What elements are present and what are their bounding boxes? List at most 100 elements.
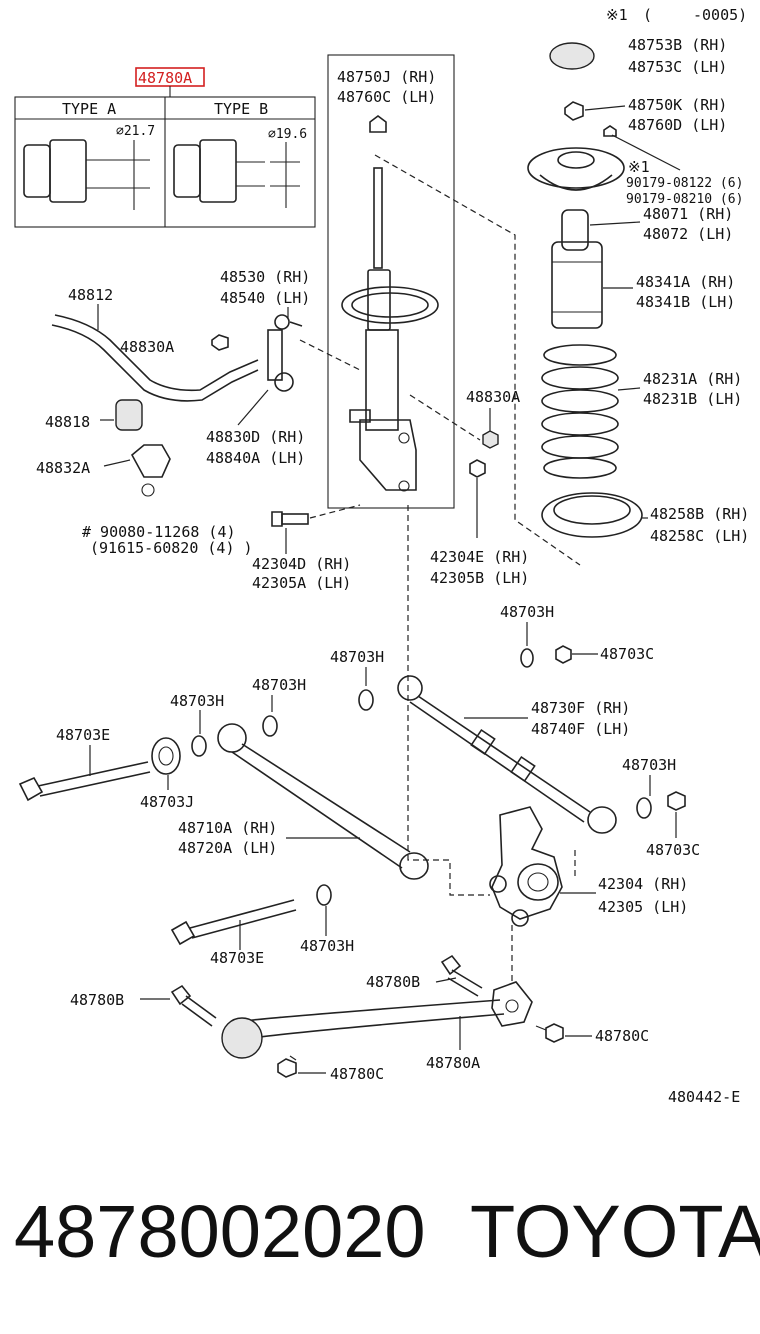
- front-lateral-arm-48710a: [217, 723, 429, 880]
- dust-boot: [551, 241, 603, 329]
- type-a-label: TYPE A: [62, 100, 116, 118]
- label-48760d[interactable]: 48760D (LH): [628, 116, 727, 134]
- bushing-type-b-drawing: ⌀19.6: [173, 127, 307, 208]
- label-48703c-a[interactable]: 48703C: [600, 645, 654, 663]
- label-48750k[interactable]: 48750K (RH): [628, 96, 727, 114]
- strut-assembly-frame: [327, 54, 455, 509]
- label-48780b-b[interactable]: 48780B: [70, 991, 124, 1009]
- stabilizer-link: [267, 314, 303, 392]
- label-48231a[interactable]: 48231A (RH): [643, 370, 742, 388]
- nut-48703c-b: [667, 791, 686, 811]
- bushing-type-box: 48780A TYPE A TYPE B ⌀21.7 ⌀19.6: [14, 67, 316, 228]
- label-48703h-f[interactable]: 48703H: [300, 937, 354, 955]
- label-91615[interactable]: (91615-60820 (4) ): [90, 539, 253, 557]
- label-48341b[interactable]: 48341B (LH): [636, 293, 735, 311]
- label-48832a[interactable]: 48832A: [36, 459, 90, 477]
- label-42304[interactable]: 42304 (RH): [598, 875, 688, 893]
- label-48710a[interactable]: 48710A (RH): [178, 819, 277, 837]
- dust-cover-cap: [549, 42, 595, 70]
- washer-b: [358, 689, 374, 711]
- type-a-diameter: ⌀21.7: [116, 124, 155, 139]
- footer-brand: TOYOTA: [470, 1190, 760, 1273]
- label-42305a[interactable]: 42305A (LH): [252, 574, 351, 592]
- label-48720a[interactable]: 48720A (LH): [178, 839, 277, 857]
- label-48780c-b[interactable]: 48780C: [330, 1065, 384, 1083]
- label-48703h-e[interactable]: 48703H: [622, 756, 676, 774]
- label-90080[interactable]: # 90080-11268 (4): [82, 523, 236, 541]
- label-90179-08122[interactable]: 90179-08122 (6): [626, 176, 743, 191]
- label-48830a-left[interactable]: 48830A: [120, 338, 174, 356]
- label-48750j[interactable]: 48750J (RH): [337, 68, 436, 86]
- strut-shock-absorber: [341, 115, 439, 492]
- strut-bolt: [271, 511, 309, 527]
- label-48703c-b[interactable]: 48703C: [646, 841, 700, 859]
- washer-c: [191, 735, 207, 757]
- label-48703h-a[interactable]: 48703H: [500, 603, 554, 621]
- label-48072[interactable]: 48072 (LH): [643, 225, 733, 243]
- stabilizer-bushing: [115, 399, 143, 431]
- footer-part-number: 4878002020: [14, 1190, 426, 1273]
- type-b-diameter: ⌀19.6: [268, 127, 307, 142]
- label-48780b-a[interactable]: 48780B: [366, 973, 420, 991]
- label-48730f[interactable]: 48730F (RH): [531, 699, 630, 717]
- label-48703h-c[interactable]: 48703H: [170, 692, 224, 710]
- diagram-code: 480442-E: [668, 1088, 740, 1106]
- strut-mount-support: [527, 125, 625, 191]
- trailing-arm-48780a: [221, 981, 533, 1059]
- label-48540[interactable]: 48540 (LH): [220, 289, 310, 307]
- label-42304d[interactable]: 42304D (RH): [252, 555, 351, 573]
- mount-nut: [564, 101, 584, 121]
- bushing-type-a-drawing: ⌀21.7: [23, 124, 155, 210]
- label-48071[interactable]: 48071 (RH): [643, 205, 733, 223]
- washer-a: [520, 648, 534, 668]
- label-48703e-a[interactable]: 48703E: [56, 726, 110, 744]
- bolt-48780b-lower: [170, 984, 217, 1027]
- long-bolt-48703e-b: [170, 899, 297, 946]
- label-90179-08210[interactable]: 90179-08210 (6): [626, 192, 743, 207]
- nut-48780c-left: [277, 1055, 297, 1078]
- rear-axle-carrier: [489, 806, 563, 927]
- label-48753c[interactable]: 48753C (LH): [628, 58, 727, 76]
- note-range: -0005): [693, 6, 747, 24]
- label-48231b[interactable]: 48231B (LH): [643, 390, 742, 408]
- nut-48703c-a: [555, 645, 572, 664]
- label-42305b[interactable]: 42305B (LH): [430, 569, 529, 587]
- label-48840a[interactable]: 48840A (LH): [206, 449, 305, 467]
- label-48812[interactable]: 48812: [68, 286, 113, 304]
- strut-nut-upper: [482, 430, 499, 449]
- label-48703h-d[interactable]: 48703H: [252, 676, 306, 694]
- label-42305[interactable]: 42305 (LH): [598, 898, 688, 916]
- rear-lateral-arm-48730f: [397, 675, 617, 834]
- spring-insulator: [541, 492, 643, 538]
- long-bolt-48703e-a: [18, 761, 151, 802]
- label-48753b[interactable]: 48753B (RH): [628, 36, 727, 54]
- label-48830a-right[interactable]: 48830A: [466, 388, 520, 406]
- label-48780a[interactable]: 48780A: [426, 1054, 480, 1072]
- bolt-48780b-upper: [440, 954, 483, 997]
- label-48740f[interactable]: 48740F (LH): [531, 720, 630, 738]
- washer-d: [262, 715, 278, 737]
- note-paren: (: [643, 6, 652, 24]
- label-48760c[interactable]: 48760C (LH): [337, 88, 436, 106]
- label-48258b[interactable]: 48258B (RH): [650, 505, 749, 523]
- cam-washer-48703j: [151, 737, 181, 775]
- label-48780c-a[interactable]: 48780C: [595, 1027, 649, 1045]
- label-48341a[interactable]: 48341A (RH): [636, 273, 735, 291]
- label-48818[interactable]: 48818: [45, 413, 90, 431]
- nut-48780c-right: [535, 1023, 564, 1043]
- highlight-part-number[interactable]: 48780A: [138, 69, 192, 87]
- label-48830d[interactable]: 48830D (RH): [206, 428, 305, 446]
- type-b-label: TYPE B: [214, 100, 268, 118]
- stabilizer-bar: [51, 314, 259, 402]
- label-48258c[interactable]: 48258C (LH): [650, 527, 749, 545]
- label-48703j[interactable]: 48703J: [140, 793, 194, 811]
- bump-stopper: [561, 209, 589, 251]
- label-48703e-b[interactable]: 48703E: [210, 949, 264, 967]
- label-90179-mark: ※1: [628, 158, 650, 176]
- coil-spring: [541, 344, 619, 479]
- label-48530[interactable]: 48530 (RH): [220, 268, 310, 286]
- label-48703h-b[interactable]: 48703H: [330, 648, 384, 666]
- label-42304e[interactable]: 42304E (RH): [430, 548, 529, 566]
